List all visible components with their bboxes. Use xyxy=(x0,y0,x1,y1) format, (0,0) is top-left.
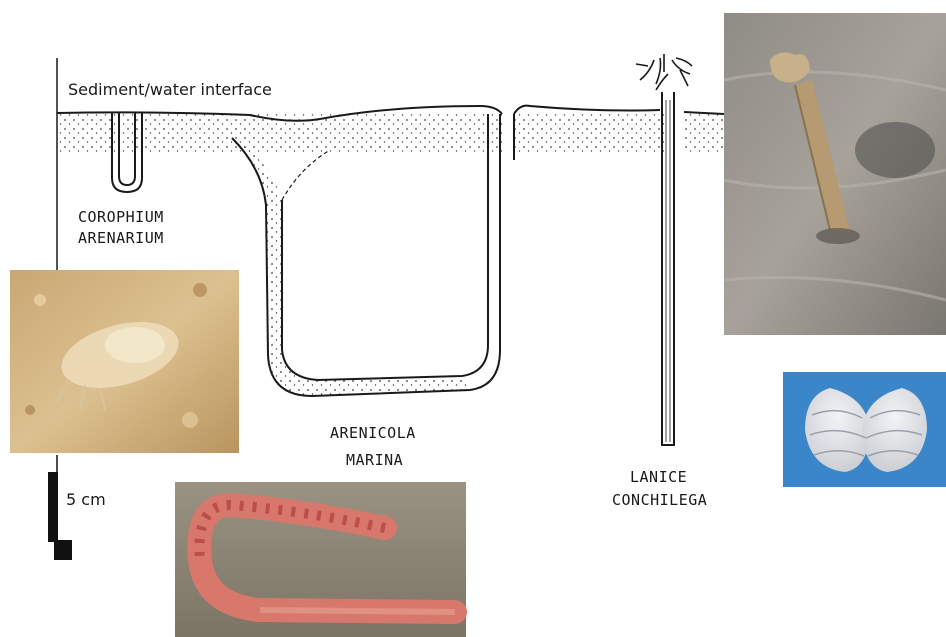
clam-photo xyxy=(783,372,946,487)
corophium-label-line1: COROPHIUM xyxy=(78,208,164,226)
tube-photo xyxy=(724,13,946,335)
interface-label: Sediment/water interface xyxy=(68,80,272,99)
lugworm-photo xyxy=(175,482,466,637)
corophium-label-line2: ARENARIUM xyxy=(78,229,164,247)
amphipod-photo xyxy=(10,270,239,453)
scale-label: 5 cm xyxy=(66,490,106,509)
arenicola-label-line2: MARINA xyxy=(346,451,403,469)
arenicola-burrow xyxy=(232,114,514,396)
sediment-layer xyxy=(57,106,724,154)
lanice-tube xyxy=(636,54,692,445)
arenicola-label-line1: ARENICOLA xyxy=(330,424,416,442)
lanice-label-line1: LANICE xyxy=(630,468,687,486)
lanice-label-line2: CONCHILEGA xyxy=(612,491,707,509)
